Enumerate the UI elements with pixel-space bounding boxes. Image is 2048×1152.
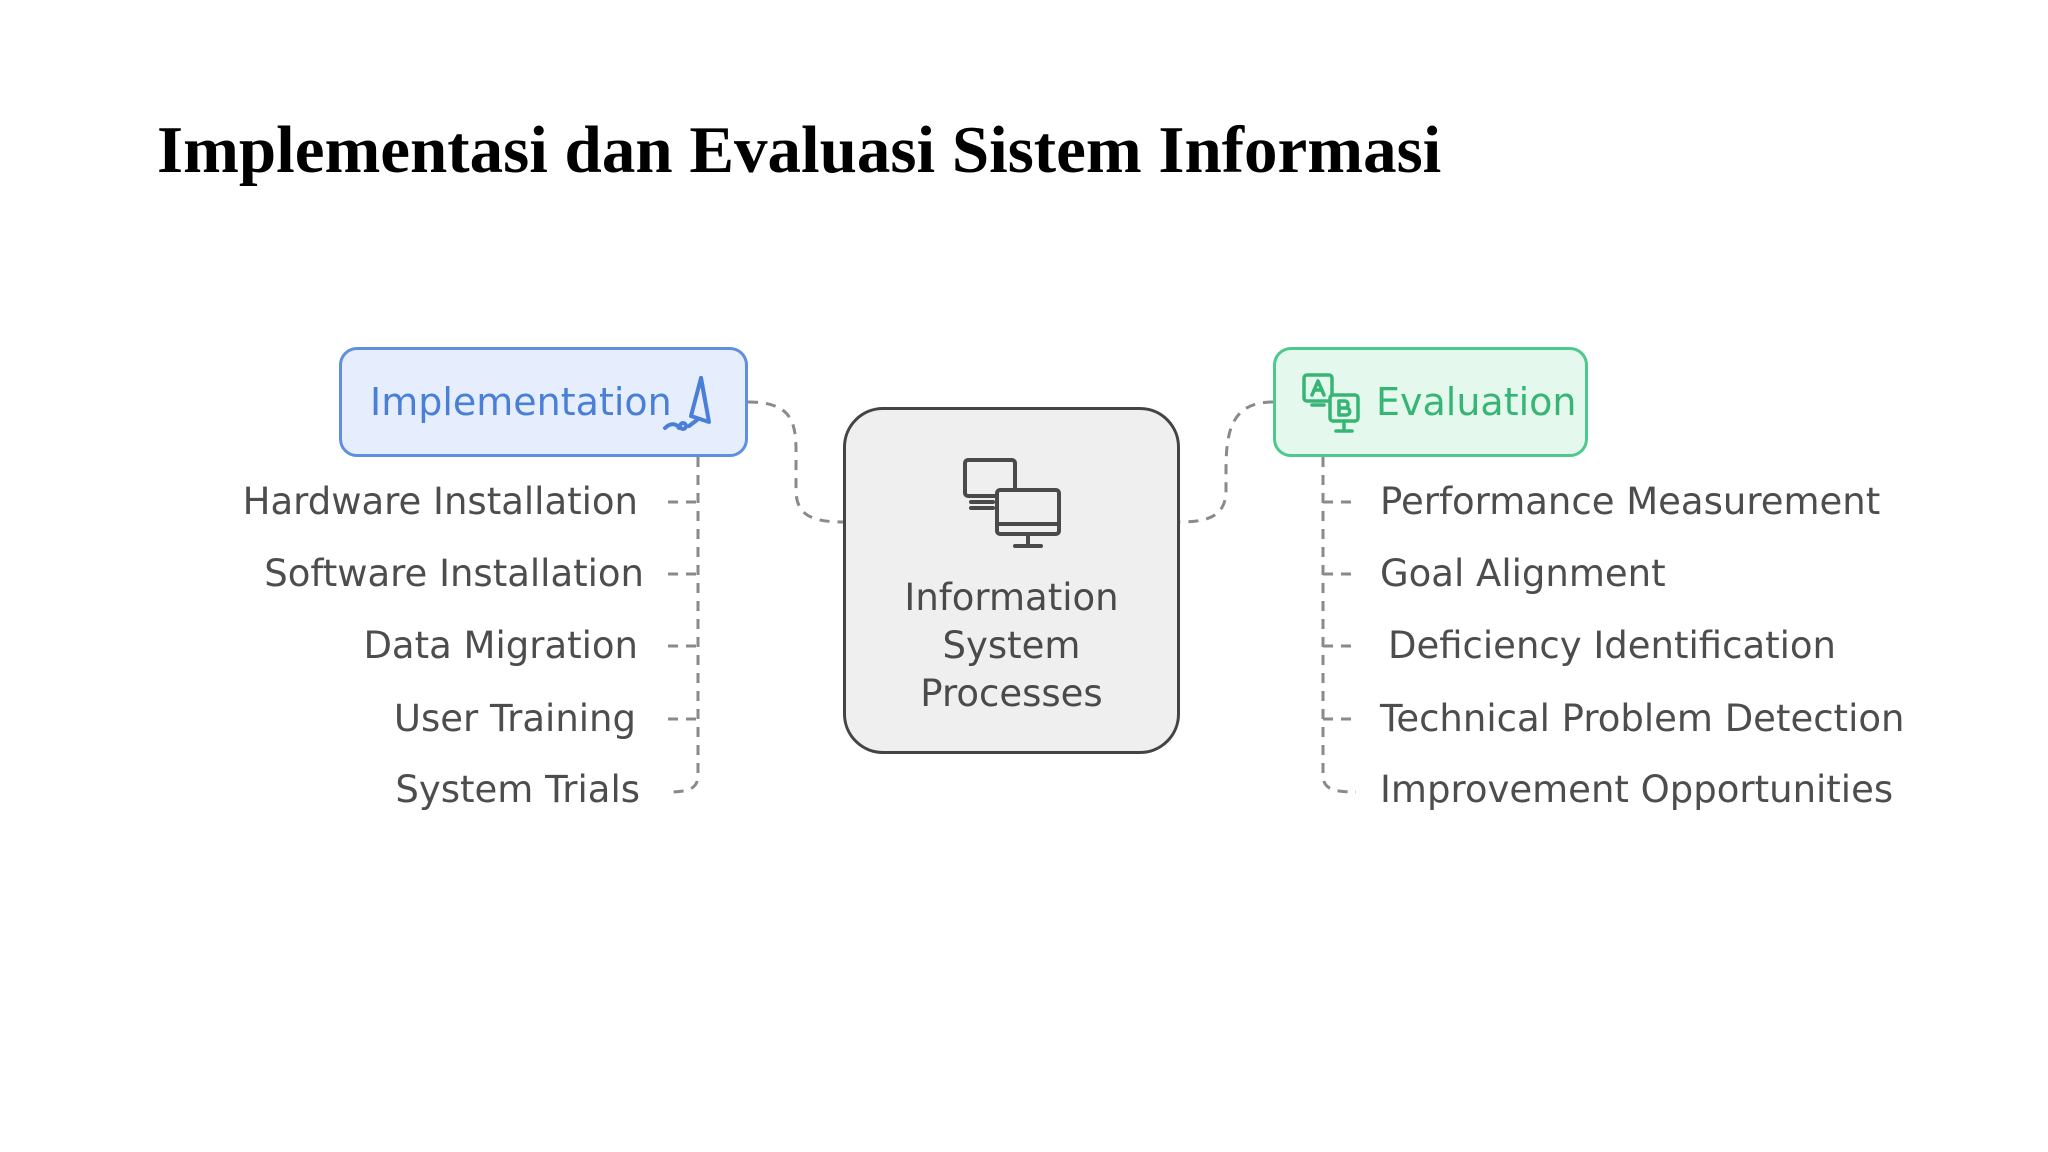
implementation-node: Implementation xyxy=(339,347,748,457)
implementation-item: Hardware Installation xyxy=(242,480,638,523)
implementation-item: System Trials xyxy=(395,768,640,811)
evaluation-node: Evaluation xyxy=(1273,347,1588,457)
center-label-line-2: System xyxy=(942,624,1081,667)
evaluation-item: Improvement Opportunities xyxy=(1380,768,1894,811)
implementation-item: User Training xyxy=(393,697,636,740)
center-label-line-3: Processes xyxy=(920,672,1103,715)
connector-eval-center xyxy=(1179,400,1274,524)
ab-test-icon xyxy=(1300,371,1364,441)
evaluation-item: Performance Measurement xyxy=(1380,480,1881,523)
implementation-item: Software Installation xyxy=(264,552,644,595)
page-title: Implementasi dan Evaluasi Sistem Informa… xyxy=(157,113,1442,187)
connector-impl-center xyxy=(747,400,844,524)
connector-impl-trunk xyxy=(667,457,700,794)
evaluation-item: Deficiency Identification xyxy=(1388,624,1836,667)
implementation-item: Data Migration xyxy=(363,624,638,667)
pen-tablet-icon xyxy=(657,370,727,444)
connector-eval-trunk xyxy=(1321,457,1357,794)
evaluation-item: Technical Problem Detection xyxy=(1380,697,1905,740)
center-label: Information System Processes xyxy=(846,574,1177,718)
center-node: Information System Processes xyxy=(843,407,1180,754)
evaluation-item: Goal Alignment xyxy=(1380,552,1666,595)
implementation-label: Implementation xyxy=(370,380,672,424)
evaluation-label: Evaluation xyxy=(1376,380,1577,424)
computers-icon xyxy=(957,454,1067,558)
center-label-line-1: Information xyxy=(904,576,1119,619)
